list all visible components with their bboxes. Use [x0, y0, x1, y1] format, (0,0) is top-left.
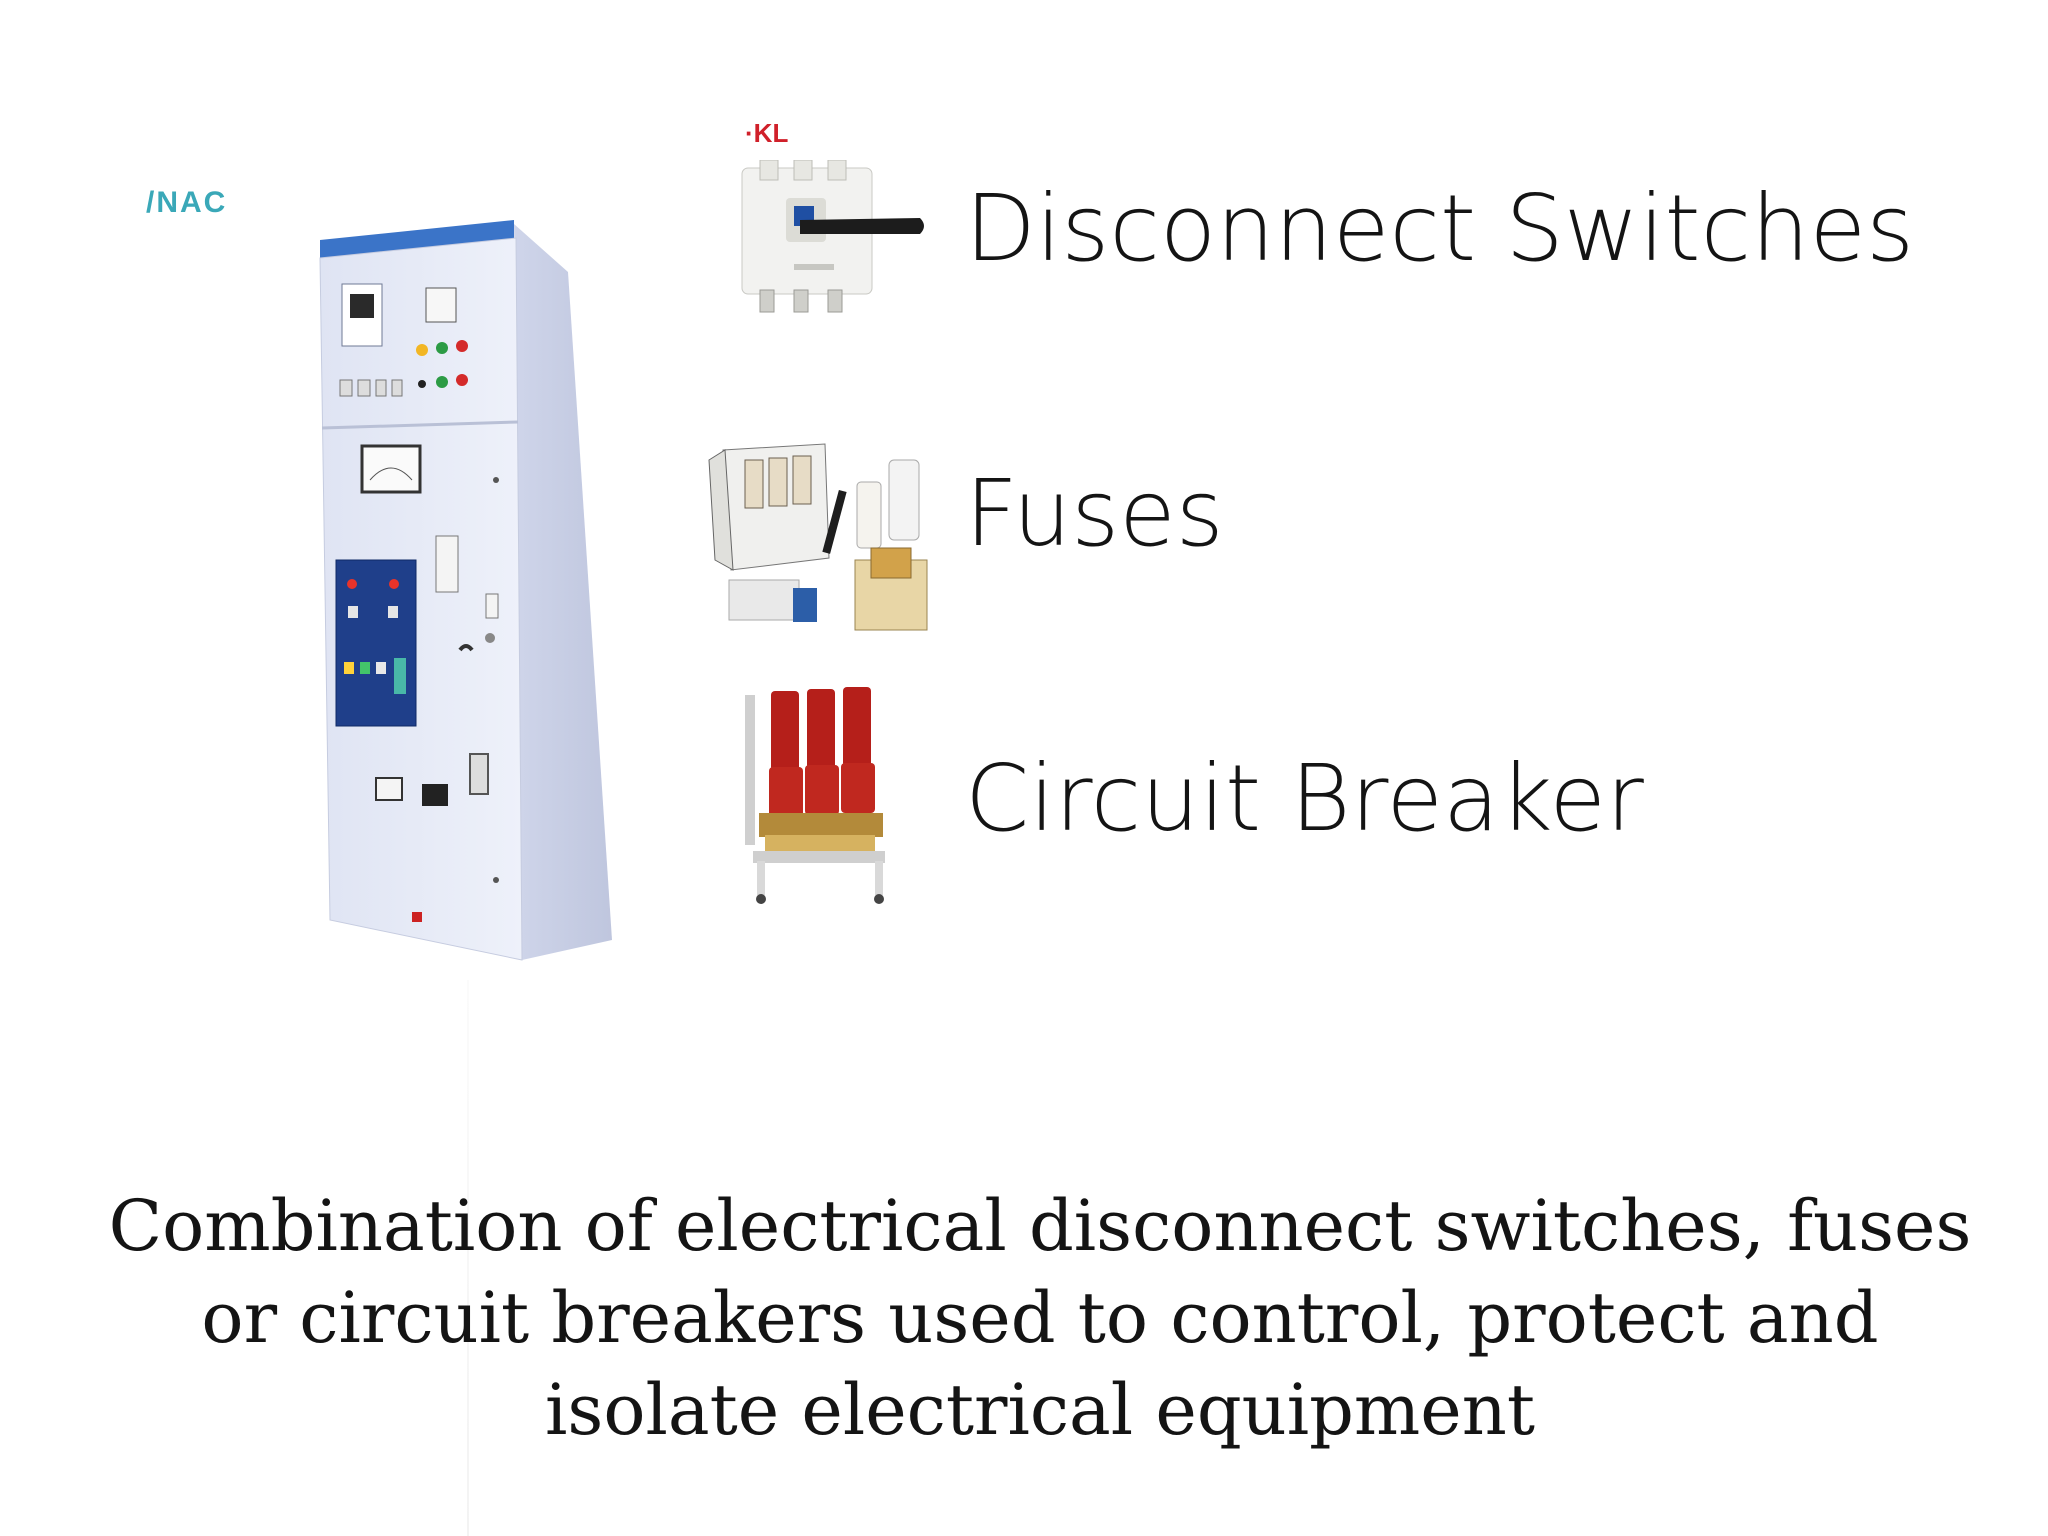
caption: Combination of electrical disconnect swi… — [100, 1180, 1980, 1456]
background-divider — [467, 980, 469, 1536]
circuit-breaker-icon — [735, 685, 905, 915]
disconnect-switch-icon — [730, 160, 930, 320]
cabinet-logo-text: NAC — [156, 186, 228, 219]
disconnect-switches-label: Disconnect Switches — [965, 175, 1915, 282]
caption-line-2: or circuit breakers used to control, pro… — [201, 1277, 1879, 1359]
switchgear-cabinet-image — [300, 200, 640, 980]
circuit-breaker-label: Circuit Breaker — [965, 745, 1644, 852]
fuse-icon — [705, 440, 945, 640]
cabinet-logo: /NAC — [146, 186, 228, 219]
fuses-label: Fuses — [965, 460, 1224, 567]
switch-logo: ·KL — [745, 118, 789, 148]
caption-line-1: Combination of electrical disconnect swi… — [108, 1185, 1972, 1267]
caption-line-3: isolate electrical equipment — [545, 1369, 1535, 1451]
switch-logo-text: KL — [753, 118, 789, 148]
